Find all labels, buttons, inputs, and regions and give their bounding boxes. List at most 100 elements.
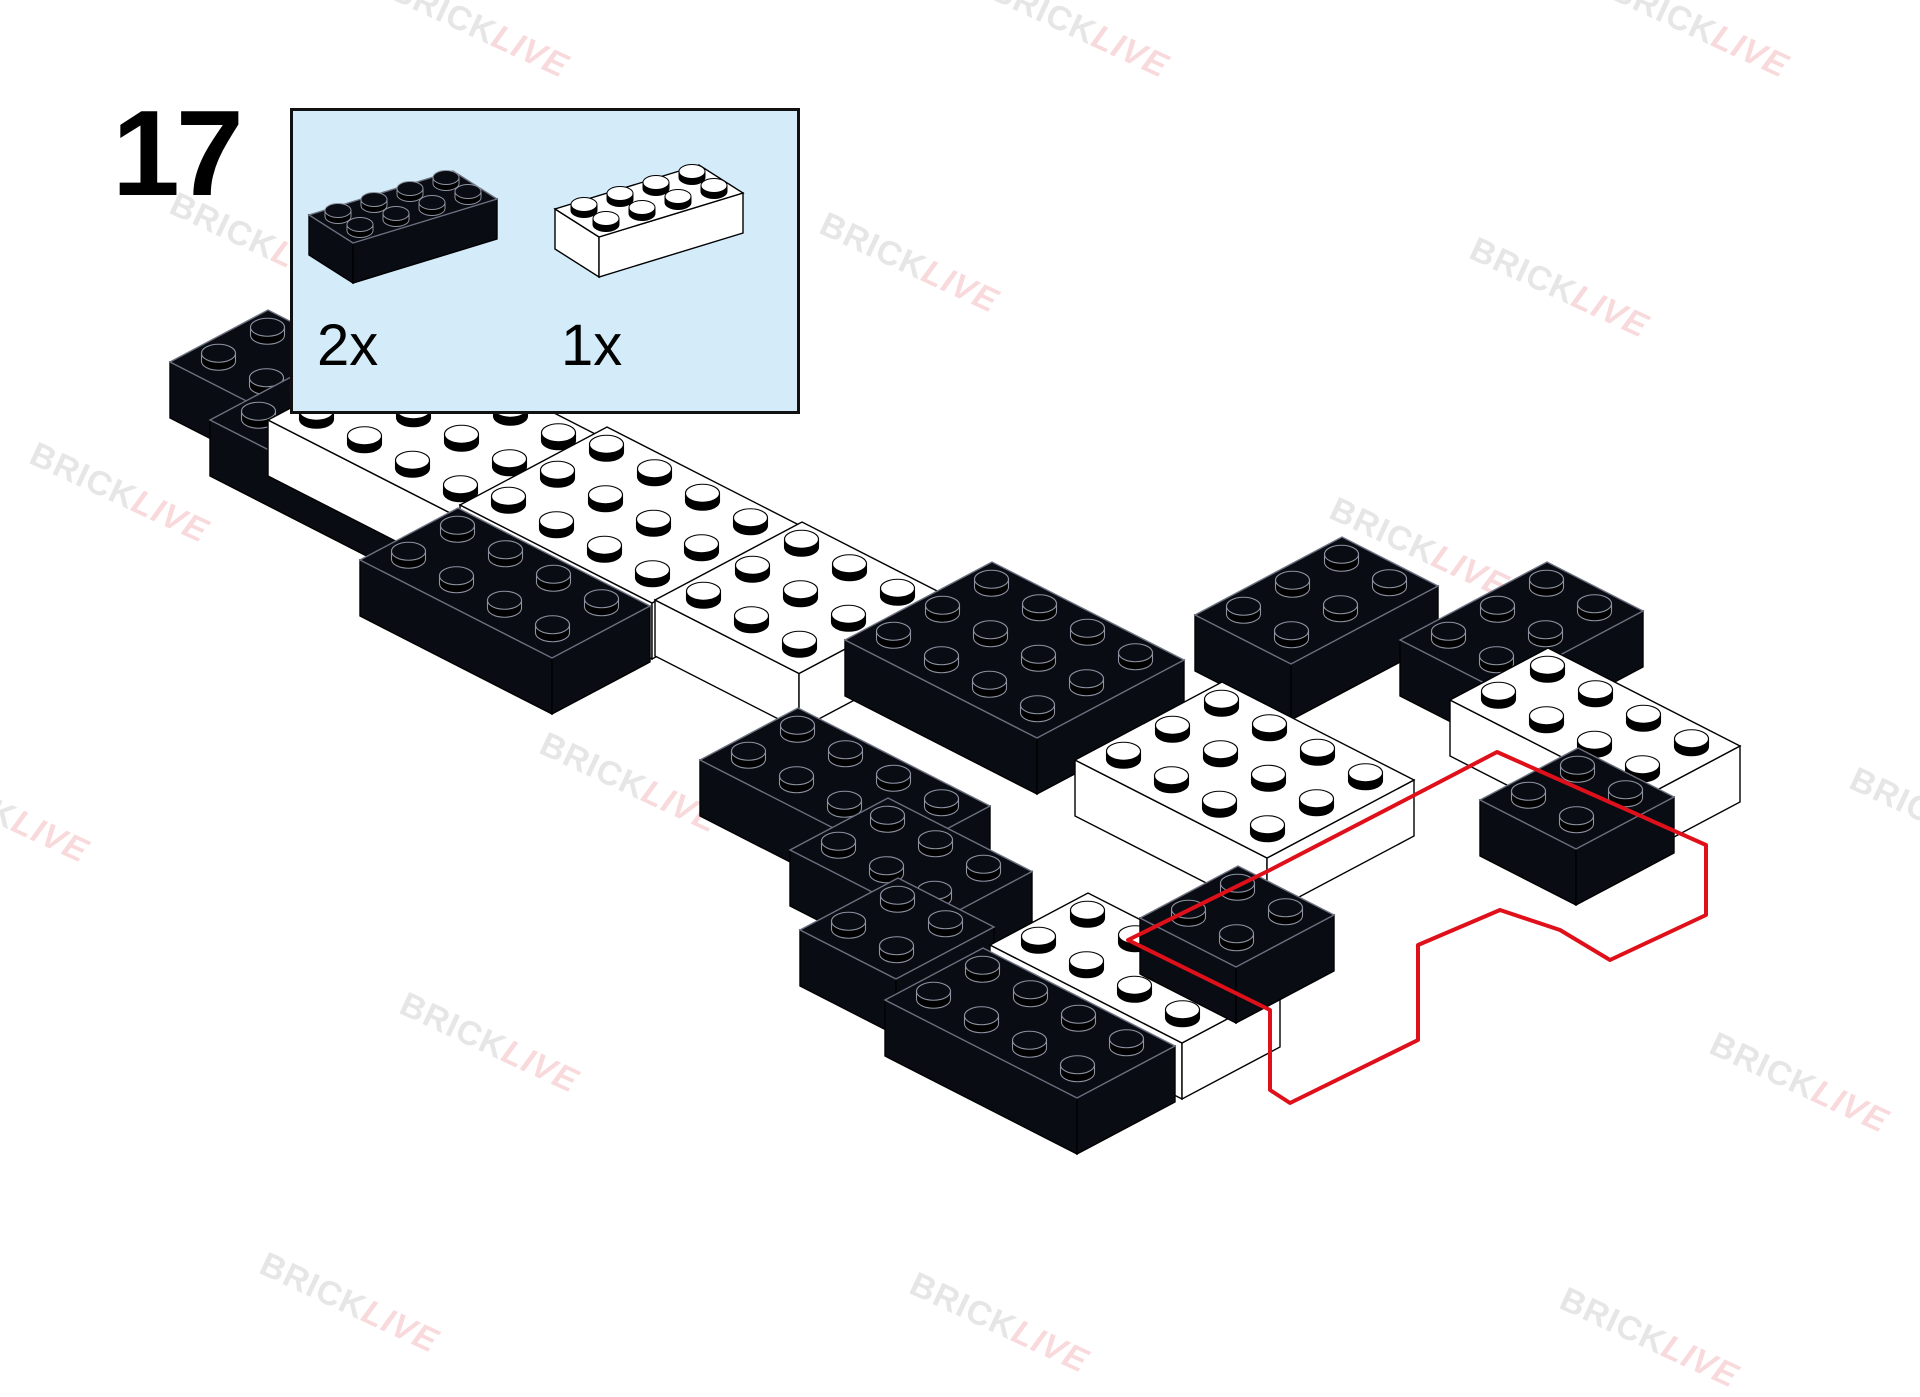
stud: [1249, 815, 1286, 843]
stud: [394, 450, 431, 478]
stud: [1510, 781, 1547, 809]
stud: [924, 595, 961, 623]
stud: [1105, 741, 1142, 769]
stud: [734, 555, 771, 583]
stud: [1021, 594, 1058, 622]
stud: [439, 515, 476, 543]
stud: [1479, 595, 1516, 623]
stud: [586, 535, 623, 563]
stud: [1298, 789, 1335, 817]
stud: [875, 764, 912, 792]
stud: [1019, 695, 1056, 723]
stud: [1347, 763, 1384, 791]
black-2x4-brick: [307, 170, 499, 285]
stud: [534, 615, 571, 643]
stud: [1478, 646, 1515, 674]
stud: [878, 936, 915, 964]
stud: [782, 580, 819, 608]
stud: [1219, 873, 1256, 901]
stud: [1322, 595, 1359, 623]
stud: [783, 529, 820, 557]
stud: [390, 541, 427, 569]
model-brick: [653, 521, 948, 731]
stud: [491, 449, 528, 477]
stud: [1060, 1004, 1097, 1032]
stud: [732, 508, 769, 536]
stud: [1225, 596, 1262, 624]
stud: [1069, 618, 1106, 646]
stud: [684, 483, 721, 511]
stud: [965, 854, 1002, 882]
stud: [685, 581, 722, 609]
stud: [917, 830, 954, 858]
stud: [583, 589, 620, 617]
stud: [487, 540, 524, 568]
stud: [490, 486, 527, 514]
stud: [634, 560, 671, 588]
stud: [831, 554, 868, 582]
stud: [923, 646, 960, 674]
stud: [1069, 900, 1106, 928]
stud: [973, 569, 1010, 597]
stud: [915, 981, 952, 1009]
stud: [971, 670, 1008, 698]
stud: [442, 475, 479, 503]
stud: [830, 911, 867, 939]
stud: [1529, 655, 1566, 683]
stud: [868, 856, 905, 884]
stud: [1267, 898, 1304, 926]
stud: [1273, 621, 1310, 649]
stud: [346, 426, 383, 454]
stud: [1430, 621, 1467, 649]
parts-list-callout: 2x 1x: [290, 108, 800, 414]
stud: [1059, 1055, 1096, 1083]
stud: [486, 590, 523, 618]
stud: [1274, 570, 1311, 598]
stud: [1250, 764, 1287, 792]
model-brick: [883, 947, 1177, 1156]
stud: [1202, 740, 1239, 768]
stud: [1625, 704, 1662, 732]
stud: [1480, 681, 1517, 709]
stud: [1011, 1030, 1048, 1058]
model-brick: [1193, 536, 1440, 722]
stud: [1558, 806, 1595, 834]
stud: [1068, 951, 1105, 979]
stud: [1020, 926, 1057, 954]
stud: [540, 423, 577, 451]
stud: [1117, 643, 1154, 671]
stud: [539, 460, 576, 488]
stud: [1559, 755, 1596, 783]
stud: [781, 630, 818, 658]
stud: [778, 766, 815, 794]
stud: [1673, 729, 1710, 757]
stud: [1203, 689, 1240, 717]
stud: [923, 789, 960, 817]
stud: [538, 511, 575, 539]
model-assembly-illustration: [168, 309, 1742, 1156]
parts-list-icons: [307, 164, 745, 285]
stud: [438, 566, 475, 594]
stud: [443, 424, 480, 452]
stud: [963, 1006, 1000, 1034]
model-brick: [358, 507, 652, 716]
stud: [249, 317, 286, 345]
stud: [1201, 790, 1238, 818]
stud: [1020, 644, 1057, 672]
stud: [1251, 714, 1288, 742]
new-parts-highlight-outline: [1126, 750, 1708, 1105]
step-number: 17: [112, 85, 244, 221]
stud: [200, 343, 237, 371]
stud: [820, 831, 857, 859]
stud: [1068, 669, 1105, 697]
stud: [730, 741, 767, 769]
stud: [826, 790, 863, 818]
stud: [1218, 924, 1255, 952]
stud: [1153, 766, 1190, 794]
stud: [1012, 980, 1049, 1008]
stud: [683, 534, 720, 562]
stud: [972, 620, 1009, 648]
model-brick: [843, 561, 1186, 796]
stud: [636, 459, 673, 487]
